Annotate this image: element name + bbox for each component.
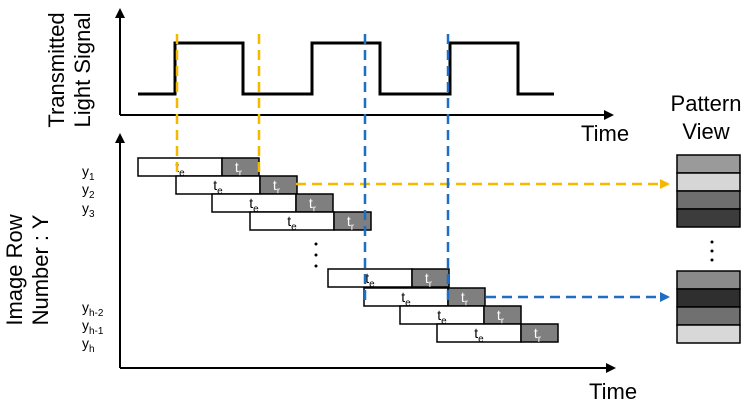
top-plot: Transmitted Light Signal Time <box>44 8 629 146</box>
pattern-view-title-line2: View <box>682 119 729 144</box>
readout-label: tr <box>309 195 317 215</box>
row-label-yh-1: yh-1 <box>82 317 104 337</box>
bottom-ylabel-line2: Number : Y <box>28 214 53 325</box>
readout-label: tr <box>347 213 355 233</box>
pattern2-strip-4 <box>676 324 741 344</box>
exposure-label: te <box>437 307 447 327</box>
row-bar-4: te tr <box>249 211 372 233</box>
row-bar-6: te tr <box>363 287 486 309</box>
orange-guides <box>175 34 670 189</box>
readout-label: tr <box>461 289 469 309</box>
readout-segment <box>520 323 559 343</box>
bottom-xlabel: Time <box>589 379 637 404</box>
exposure-label: te <box>213 177 223 197</box>
row-label-yh-2: yh-2 <box>82 299 104 319</box>
top-ylabel-line1: Transmitted <box>44 12 69 127</box>
readout-label: tr <box>497 307 505 327</box>
pattern-view-title-line1: Pattern <box>671 91 742 116</box>
exposure-label: te <box>474 325 484 345</box>
pattern2-strip-3 <box>676 306 741 326</box>
readout-label: tr <box>425 270 433 290</box>
readout-label: tr <box>235 159 243 179</box>
row-ellipsis <box>314 242 318 268</box>
pattern1-strip-4 <box>676 208 741 228</box>
exposure-label: te <box>401 289 411 309</box>
row-label-y3: y3 <box>82 200 95 220</box>
bottom-plot: Image Row Number : Y Time y1 y2 y3 yh-2 … <box>2 133 637 404</box>
top-xlabel: Time <box>581 121 629 146</box>
pattern1-strip-3 <box>676 190 741 210</box>
row-labels: y1 y2 y3 yh-2 yh-1 yh <box>82 163 104 355</box>
row-bar-8: te tr <box>436 323 559 345</box>
pattern2-strip-2 <box>676 288 741 308</box>
pattern-group-1 <box>676 154 741 228</box>
row-label-y2: y2 <box>82 181 95 201</box>
pattern2-strip-1 <box>676 270 741 290</box>
top-ylabel-line2: Light Signal <box>70 13 95 128</box>
pattern1-strip-1 <box>676 154 741 174</box>
row-label-y1: y1 <box>82 163 95 183</box>
exposure-label: te <box>365 270 375 290</box>
light-signal-waveform <box>138 41 554 96</box>
exposure-label: te <box>287 213 297 233</box>
pattern-ellipsis <box>710 240 714 262</box>
row-label-yh: yh <box>82 335 95 355</box>
pattern-group-2 <box>676 270 741 344</box>
readout-label: tr <box>273 177 281 197</box>
row-bar-7: te tr <box>399 305 522 327</box>
row-bar-2: te tr <box>175 175 298 197</box>
row-bar-5: te tr <box>327 268 450 290</box>
bottom-ylabel-line1: Image Row <box>2 214 27 325</box>
readout-label: tr <box>534 325 542 345</box>
readout-segment <box>333 211 372 231</box>
pattern1-strip-2 <box>676 172 741 192</box>
exposure-label: te <box>249 195 259 215</box>
blue-guides <box>363 34 670 305</box>
pattern-view: Pattern View <box>671 91 742 344</box>
